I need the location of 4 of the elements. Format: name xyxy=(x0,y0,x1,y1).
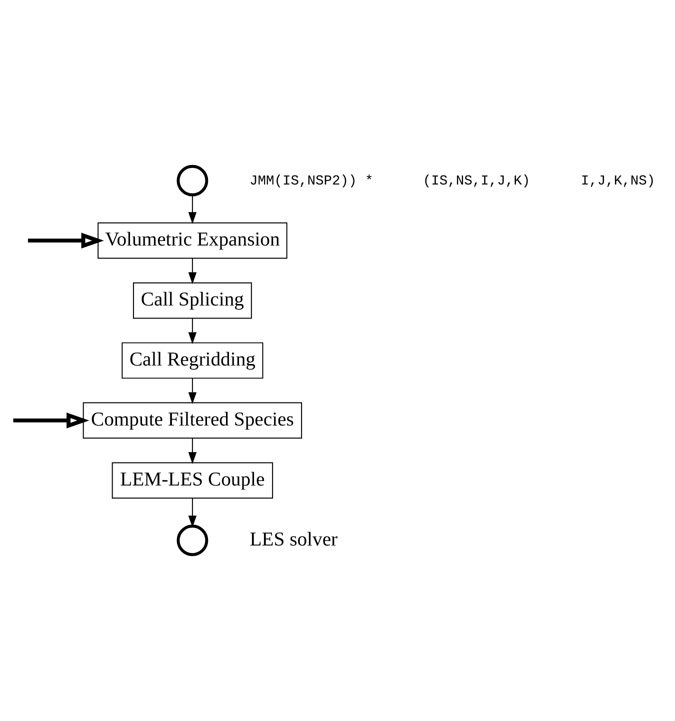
label: JMM(IS,NSP2)) * xyxy=(249,174,374,190)
node-label: LES solver xyxy=(250,528,338,550)
label: (IS,NS,I,J,K) xyxy=(422,174,530,190)
label: I,J,K,NS) xyxy=(580,174,656,190)
